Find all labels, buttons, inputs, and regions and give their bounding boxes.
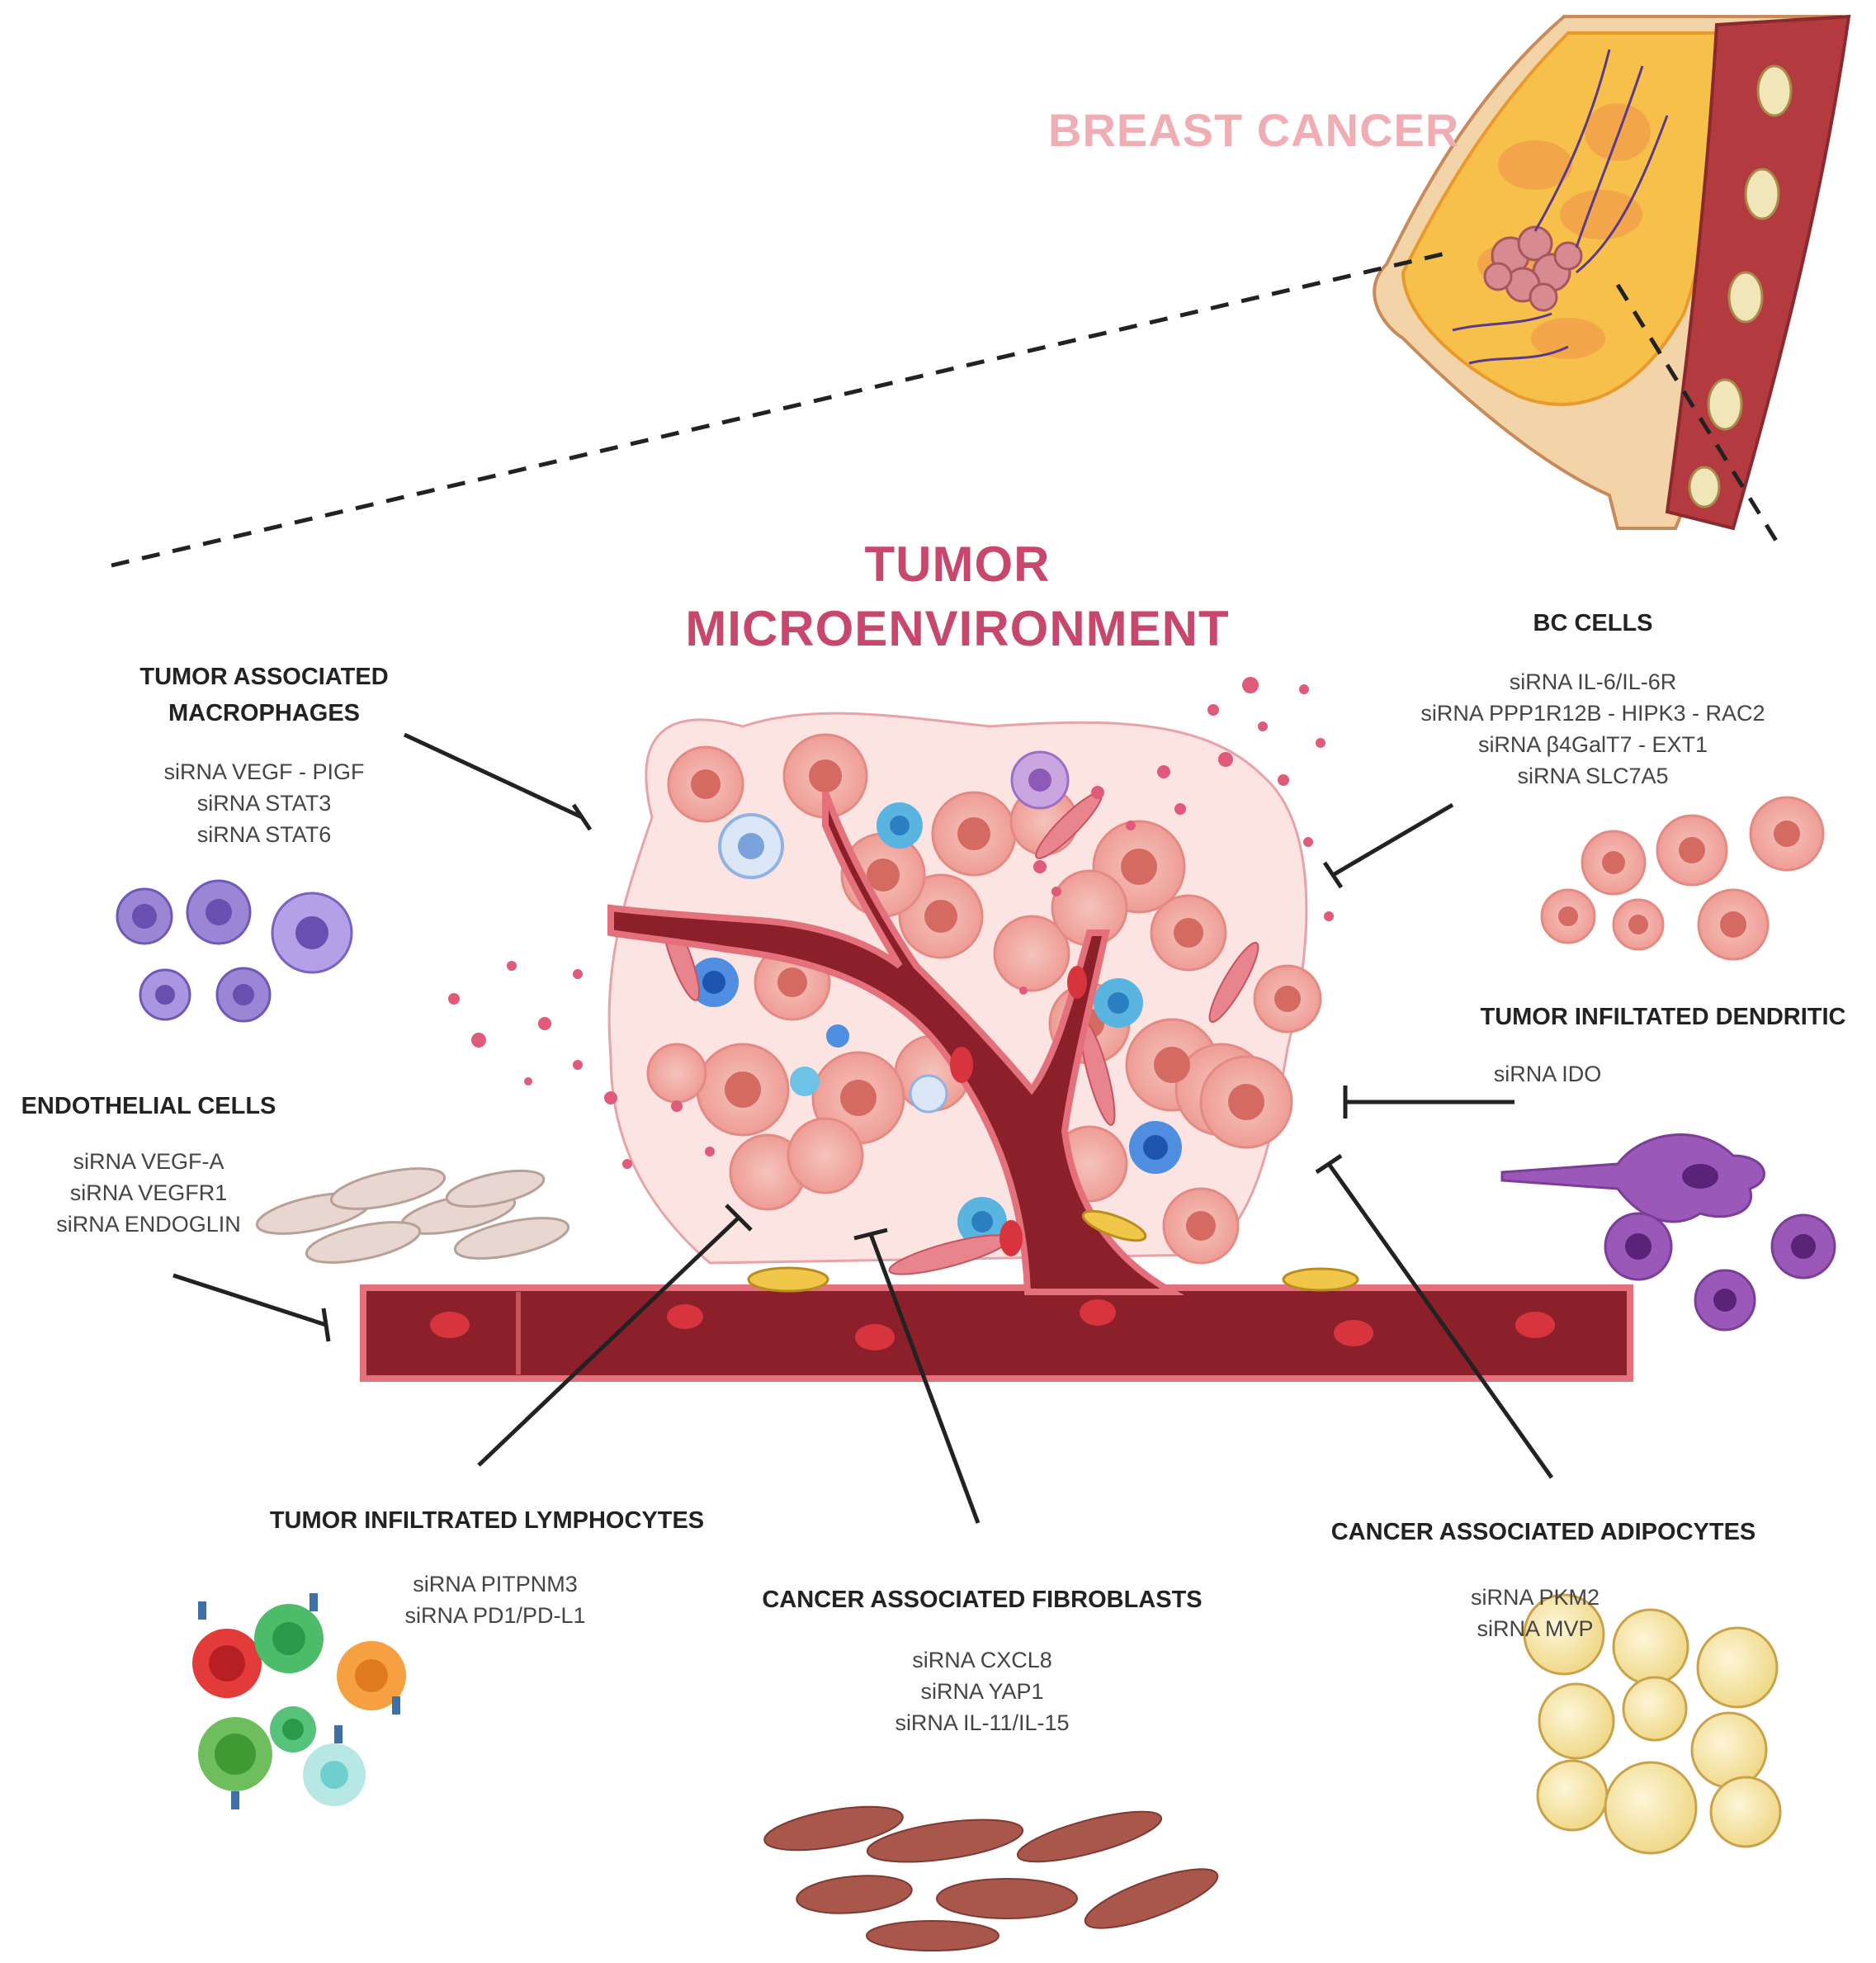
tam-sirna-1: siRNA VEGF - PIGF (163, 759, 365, 784)
tumor-nuclei (691, 759, 1301, 1241)
pericytes (747, 1209, 1359, 1293)
fibroblasts-group: CANCER ASSOCIATED FIBROBLASTS siRNA CXCL… (735, 1582, 1230, 1738)
tam-group: TUMOR ASSOCIATED MACROPHAGES siRNA VEGF … (99, 659, 429, 850)
bc-cells-title: BC CELLS (1533, 610, 1653, 636)
secreted-particles (448, 677, 1334, 1169)
tme-title-line-2: MICROENVIRONMENT (685, 601, 1230, 656)
adipocytes-sirna-2: siRNA MVP (1477, 1616, 1594, 1641)
dendritic-sirna-1: siRNA IDO (1493, 1062, 1602, 1086)
lymphocyte-cells (192, 1593, 406, 1809)
inhibition-arrows (172, 732, 1554, 1524)
zoom-lines (111, 249, 1785, 568)
bc-cells-sirna-4: siRNA SLC7A5 (1517, 764, 1669, 788)
endothelial-title: ENDOTHELIAL CELLS (21, 1093, 276, 1119)
dendritic-title: TUMOR INFILTATED DENDRITIC (1480, 1004, 1846, 1030)
fibroblasts-sirna-1: siRNA CXCL8 (912, 1648, 1052, 1672)
lymphocytes-sirna: siRNA PITPNM3 siRNA PD1/PD-L1 (388, 1568, 602, 1631)
fibroblasts-title: CANCER ASSOCIATED FIBROBLASTS (762, 1587, 1203, 1613)
lymphocytes-title-text: TUMOR INFILTRATED LYMPHOCYTES (269, 1507, 705, 1534)
bc-cells-group (1540, 796, 1825, 961)
adipocytes-title-text: CANCER ASSOCIATED ADIPOCYTES (1330, 1519, 1756, 1545)
adipocyte-cells (1523, 1593, 1782, 1855)
fibroblasts-sirna-3: siRNA IL-11/IL-15 (895, 1710, 1070, 1735)
endothelial-sirna-2: siRNA VEGFR1 (69, 1180, 228, 1205)
tam-title-1: TUMOR ASSOCIATED (139, 664, 389, 690)
bc-cells-sirna-2: siRNA PPP1R12B - HIPK3 - RAC2 (1420, 701, 1765, 726)
adipocytes-title: CANCER ASSOCIATED ADIPOCYTES (1304, 1514, 1783, 1550)
immune-cells-in-tumor (689, 750, 1182, 1246)
lymphocytes-sirna-2: siRNA PD1/PD-L1 (404, 1603, 586, 1628)
dendritic-group: TUMOR INFILTATED DENDRITIC siRNA IDO (1461, 999, 1865, 1090)
adipocytes-sirna: siRNA PKM2 siRNA MVP (1453, 1582, 1618, 1644)
dendritic-nuclei (1625, 1164, 1816, 1312)
bc-cells-sirna-3: siRNA β4GalT7 - EXT1 (1477, 732, 1708, 757)
macrophage-cells (116, 879, 353, 1023)
bc-cells-sirna-1: siRNA IL-6/IL-6R (1509, 669, 1677, 694)
fibroblasts-sirna-2: siRNA YAP1 (920, 1679, 1044, 1704)
breast-cancer-title: BREAST CANCER (1048, 104, 1460, 156)
tam-sirna-2: siRNA STAT3 (196, 791, 332, 816)
tam-sirna-3: siRNA STAT6 (196, 822, 332, 847)
fibroblast-cells (763, 1805, 1219, 1951)
blood-vessel (360, 791, 1633, 1382)
endothelial-cells (255, 1167, 570, 1264)
endothelial-sirna-3: siRNA ENDOGLIN (56, 1212, 241, 1237)
tumor-microenvironment-title: TUMOR MICROENVIRONMENT (627, 532, 1288, 661)
tme-title-line-1: TUMOR (864, 537, 1051, 592)
tam-title-2: MACROPHAGES (168, 700, 360, 726)
bc-cells-group-labels: BC CELLS siRNA IL-6/IL-6R siRNA PPP1R12B… (1403, 605, 1783, 792)
adipocytes-sirna-1: siRNA PKM2 (1470, 1585, 1600, 1610)
endothelial-sirna-1: siRNA VEGF-A (73, 1149, 224, 1174)
lymphocytes-title: TUMOR INFILTRATED LYMPHOCYTES (248, 1502, 726, 1539)
breast-illustration (1373, 14, 1851, 531)
endothelial-group: ENDOTHELIAL CELLS siRNA VEGF-A siRNA VEG… (8, 1088, 289, 1240)
lymphocytes-sirna-1: siRNA PITPNM3 (413, 1572, 578, 1596)
bc-cells-nuclei (1558, 821, 1800, 938)
